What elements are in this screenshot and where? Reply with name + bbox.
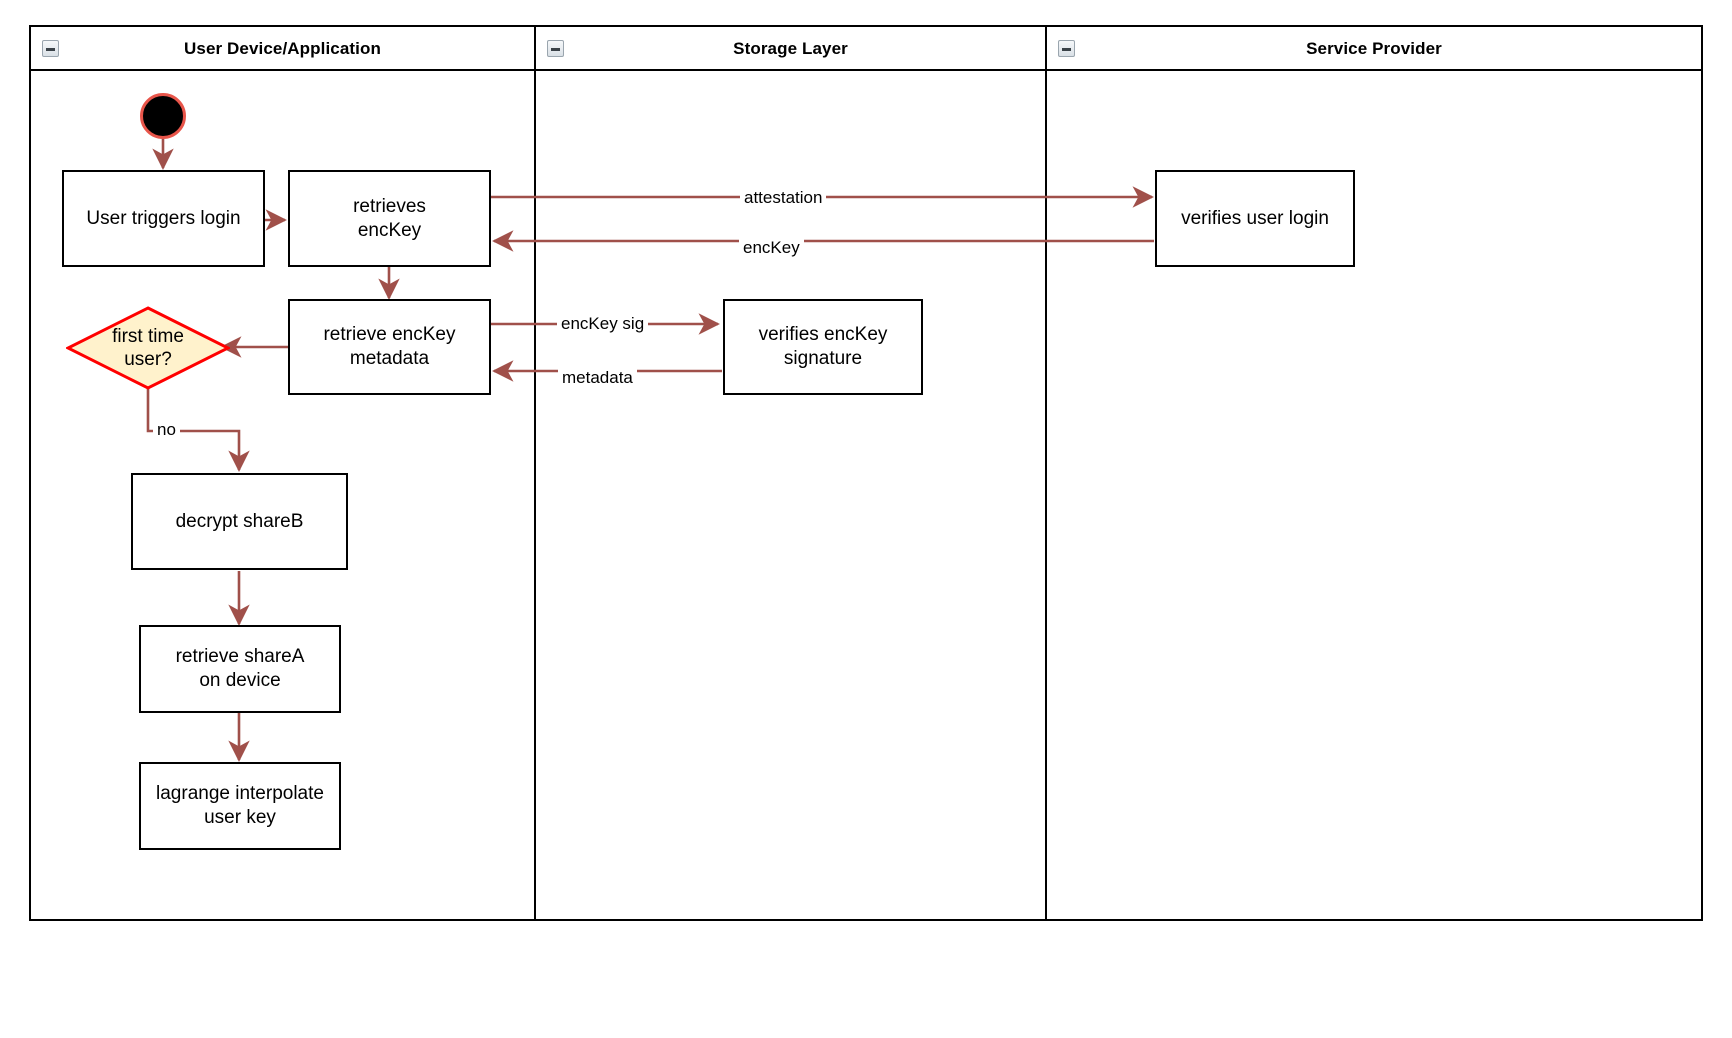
node-line-2: signature: [783, 348, 863, 369]
edge-label-metadata: metadata: [558, 368, 637, 388]
node-line-2: encKey: [357, 219, 422, 241]
lane-title-service-provider: Service Provider: [1306, 39, 1442, 58]
node-verifies-user-login[interactable]: verifies user login: [1155, 170, 1355, 267]
node-retrieve-enckey-metadata[interactable]: retrieve encKey metadata: [288, 299, 491, 395]
node-retrieves-enckey[interactable]: retrieves encKey: [288, 170, 491, 267]
lane-header-storage-layer: Storage Layer: [536, 27, 1045, 71]
node-line-1: verifies encKey: [758, 324, 888, 346]
edge-label-no: no: [153, 420, 180, 440]
node-lagrange-interpolate[interactable]: lagrange interpolate user key: [139, 762, 341, 850]
node-verifies-enckey-signature[interactable]: verifies encKey signature: [723, 299, 923, 395]
edge-label-enckey: encKey: [739, 238, 804, 258]
lane-divider-1: [534, 27, 536, 919]
node-line-1: lagrange interpolate: [156, 783, 324, 805]
collapse-minus-icon[interactable]: [42, 40, 59, 57]
node-decrypt-shareb[interactable]: decrypt shareB: [131, 473, 348, 570]
node-first-time-user[interactable]: first time user?: [66, 306, 230, 390]
edge-label-attestation: attestation: [740, 188, 827, 208]
node-line-1: retrieve shareA: [175, 646, 305, 668]
lane-divider-2: [1045, 27, 1047, 919]
lane-title-user-device: User Device/Application: [184, 39, 381, 58]
lane-header-service-provider: Service Provider: [1047, 27, 1701, 71]
node-line-1: retrieve encKey: [323, 324, 456, 346]
node-retrieve-sharea[interactable]: retrieve shareA on device: [139, 625, 341, 713]
lane-title-storage-layer: Storage Layer: [733, 39, 848, 58]
start-node: [140, 93, 186, 139]
collapse-minus-icon[interactable]: [547, 40, 564, 57]
node-line-2: on device: [199, 670, 281, 691]
node-line-2: metadata: [349, 348, 430, 369]
node-line-1: retrieves: [353, 195, 426, 217]
edge-label-enckey-sig: encKey sig: [557, 314, 649, 334]
diamond-shape: [66, 306, 230, 390]
node-user-triggers-login[interactable]: User triggers login: [62, 170, 265, 267]
lane-header-user-device: User Device/Application: [31, 27, 534, 71]
collapse-minus-icon[interactable]: [1058, 40, 1075, 57]
node-line-2: user key: [204, 807, 276, 828]
